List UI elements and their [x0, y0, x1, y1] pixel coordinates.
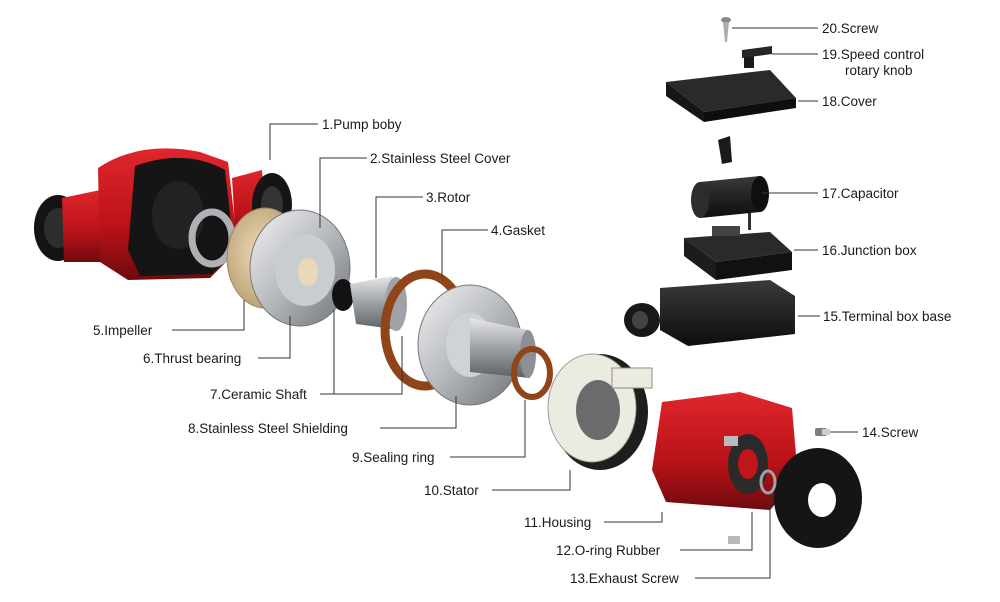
- screw-20-part: [721, 17, 731, 42]
- capacitor-part: [691, 176, 769, 218]
- housing-screw-lower: [728, 536, 740, 544]
- rotor-part: [332, 276, 407, 331]
- screw-14-part: [815, 428, 830, 436]
- label-stator: 10.Stator: [424, 483, 479, 498]
- sealing-ring-part: [511, 346, 553, 400]
- stator-part: [547, 353, 653, 470]
- label-stainless-steel-cover: 2.Stainless Steel Cover: [370, 151, 511, 166]
- speed-knob-part: [742, 46, 772, 68]
- label-capacitor: 17.Capacitor: [822, 186, 899, 201]
- terminal-box-base-part: [624, 280, 795, 346]
- label-stainless-steel-shielding: 8.Stainless Steel Shielding: [188, 421, 348, 436]
- label-o-ring-rubber: 12.O-ring Rubber: [556, 543, 661, 558]
- exhaust-screw-part: [759, 469, 777, 495]
- label-sealing-ring: 9.Sealing ring: [352, 450, 435, 465]
- label-screw-14: 14.Screw: [862, 425, 919, 440]
- label-impeller: 5.Impeller: [93, 323, 153, 338]
- label-rotor: 3.Rotor: [426, 190, 471, 205]
- label-gasket: 4.Gasket: [491, 223, 545, 238]
- label-speed-control: 19.Speed control: [822, 47, 924, 62]
- label-thrust-bearing: 6.Thrust bearing: [143, 351, 241, 366]
- label-exhaust-screw: 13.Exhaust Screw: [570, 571, 679, 586]
- leader-lines: [172, 27, 858, 579]
- o-ring-rubber-hole: [808, 483, 836, 517]
- label-terminal-box-base: 15.Terminal box base: [823, 309, 951, 324]
- junction-box-part: [684, 212, 792, 280]
- label-pump-body: 1.Pump boby: [322, 117, 402, 132]
- knob-shaft-part: [718, 136, 732, 164]
- cover-part: [666, 70, 796, 122]
- label-housing: 11.Housing: [524, 515, 591, 530]
- label-cover: 18.Cover: [822, 94, 877, 109]
- label-rotary-knob: rotary knob: [845, 63, 913, 78]
- label-ceramic-shaft: 7.Ceramic Shaft: [210, 387, 307, 402]
- stainless-steel-cover-part: [249, 209, 351, 327]
- label-junction-box: 16.Junction box: [822, 243, 917, 258]
- label-screw-20: 20.Screw: [822, 21, 879, 36]
